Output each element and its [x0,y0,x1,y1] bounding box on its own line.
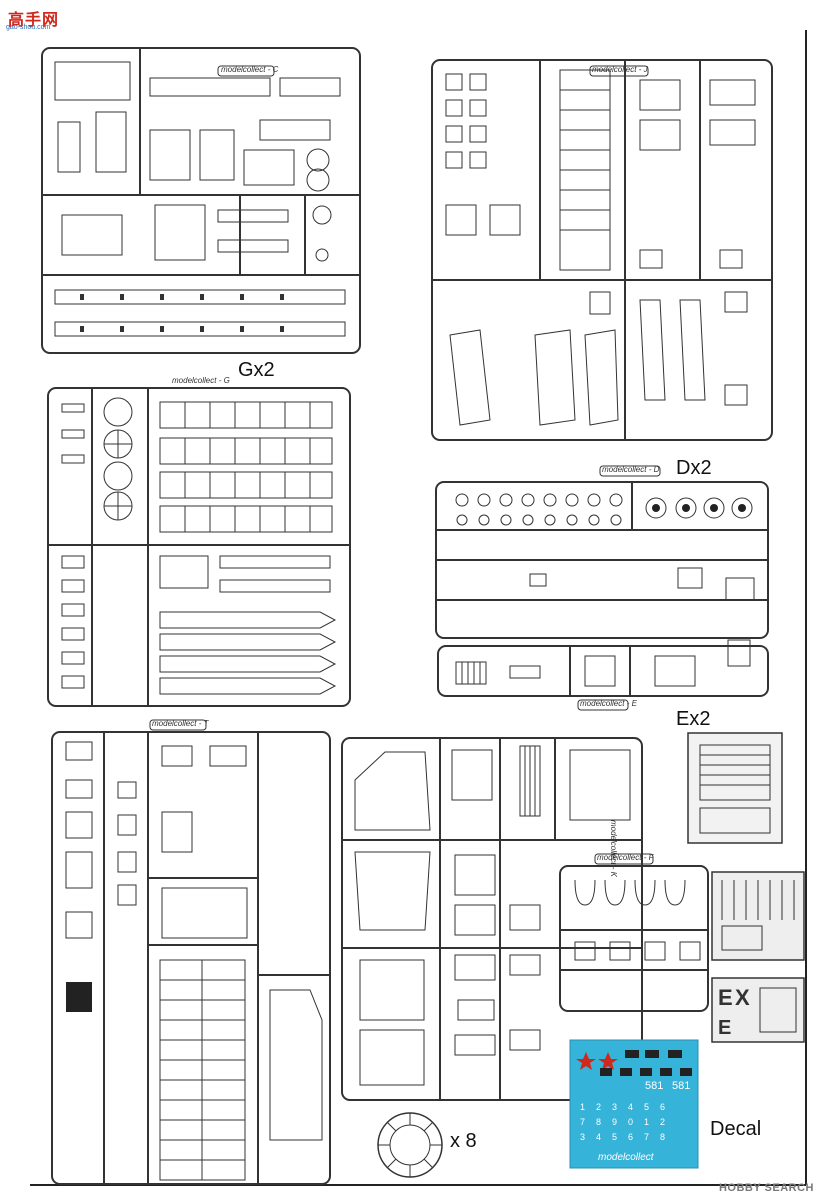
decal-brand: modelcollect [598,1152,654,1163]
sprue-g-label: Gx2 [238,359,275,381]
svg-text:6: 6 [628,1132,633,1142]
sprue-c-brand: modelcollect - C [221,65,279,74]
sprue-d-label: Dx2 [676,457,712,479]
svg-text:7: 7 [580,1117,585,1127]
svg-text:8: 8 [596,1117,601,1127]
decal-sheet: 1 2 3 4 5 6 7 8 9 0 1 2 3 4 5 6 7 8 [569,1039,699,1169]
decal-label: Decal [710,1118,762,1140]
road-wheel-drawing [377,1112,443,1178]
site-logo-text: 高手网 [8,12,60,29]
decal-number-1: 581 [645,1080,664,1092]
svg-text:5: 5 [644,1102,649,1112]
sprue-f [559,853,709,1012]
sprue-e-brand: modelcollect - E [580,699,637,708]
svg-text:2: 2 [596,1102,601,1112]
sprue-t [51,719,331,1185]
svg-text:E: E [718,985,733,1010]
svg-text:3: 3 [612,1102,617,1112]
svg-text:5: 5 [612,1132,617,1142]
sprue-e-label: Ex2 [676,708,711,730]
sprue-t-brand: modelcollect - T [152,719,209,728]
sprue-j [431,59,773,441]
svg-text:2: 2 [660,1117,665,1127]
svg-text:1: 1 [580,1102,585,1112]
site-logo-url: gao-shou.com [6,24,51,31]
photo-etch-fret-1 [711,871,805,961]
decal-number-2: 581 [672,1080,691,1092]
photo-etch-fret-2: E X E [711,977,805,1043]
site-logo: 高手网 gao-shou.com [2,2,82,31]
sprue-g [47,387,351,707]
svg-text:6: 6 [660,1102,665,1112]
watermark: HOBBY SEARCH [718,1182,814,1194]
wheel-multiplier: x 8 [450,1130,477,1152]
sprue-d [435,465,769,639]
sprue-j-brand: modelcollect - J [592,65,648,74]
sprue-f-brand: modelcollect - F [597,853,654,862]
svg-text:0: 0 [628,1117,633,1127]
sprue-k-brand: modelcollect - K [609,820,618,877]
sprue-c [41,47,361,354]
svg-text:E: E [718,1017,731,1039]
svg-text:X: X [735,985,750,1010]
svg-text:4: 4 [628,1102,633,1112]
svg-text:8: 8 [660,1132,665,1142]
vehicle-photo [687,732,783,844]
sprue-e [437,639,769,711]
svg-text:1: 1 [644,1117,649,1127]
svg-text:9: 9 [612,1117,617,1127]
svg-text:4: 4 [596,1132,601,1142]
sprue-g-brand: modelcollect - G [172,376,230,385]
sprue-d-brand: modelcollect - D [602,465,660,474]
svg-text:3: 3 [580,1132,585,1142]
sprue-k [341,737,643,1101]
svg-text:7: 7 [644,1132,649,1142]
